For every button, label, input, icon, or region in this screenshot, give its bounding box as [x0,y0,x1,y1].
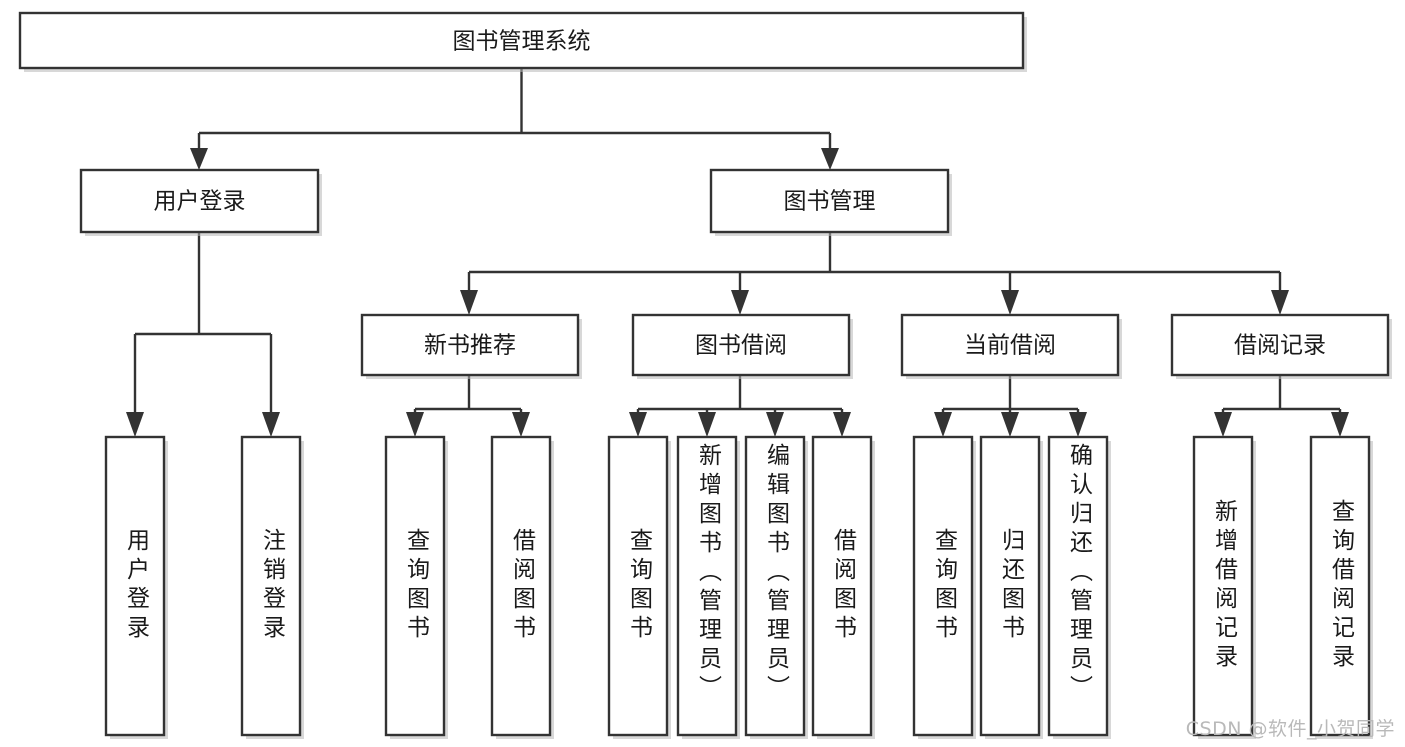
node-leaf-query-book-1[interactable] [384,435,448,739]
arrow-user-login [190,148,208,170]
node-leaf-add-record[interactable] [1192,435,1256,739]
node-leaf-query-book-3[interactable] [912,435,976,739]
node-user-login[interactable]: 用户登录 [79,168,322,236]
node-book-borrow[interactable]: 图书借阅 [631,313,853,379]
arrow-currentborrow [1001,290,1019,315]
arrow-br-leaf2 [1331,412,1349,437]
arrow-bb-leaf4 [833,412,851,437]
arrow-bb-leaf1 [629,412,647,437]
arrow-nb-leaf1 [406,412,424,437]
node-book-manage-label: 图书管理 [784,189,876,215]
arrow-nb-leaf2 [512,412,530,437]
node-leaf-confirm-return[interactable] [1047,435,1111,739]
node-new-book-rec-label: 新书推荐 [424,333,516,359]
node-borrow-record[interactable]: 借阅记录 [1170,313,1392,379]
node-leaf-borrow-book-2[interactable] [811,435,875,739]
arrow-bb-leaf2 [698,412,716,437]
node-book-manage[interactable]: 图书管理 [709,168,952,236]
node-layer: 图书管理系统 用户登录 图书管理 新书推荐 [18,11,1392,739]
arrow-cb-leaf2 [1001,412,1019,437]
arrow-cb-leaf1 [934,412,952,437]
node-root-label: 图书管理系统 [453,29,591,55]
node-book-borrow-label: 图书借阅 [695,333,787,359]
arrow-book-manage [821,148,839,170]
arrow-cb-leaf3 [1069,412,1087,437]
node-leaf-query-book-2[interactable] [607,435,671,739]
node-leaf-query-record[interactable] [1309,435,1373,739]
node-leaf-edit-book[interactable] [744,435,808,739]
node-leaf-return-book[interactable] [979,435,1043,739]
arrow-leaf-user-login [126,412,144,437]
arrow-bookborrow [731,290,749,315]
arrow-leaf-user-logout [262,412,280,437]
node-borrow-record-label: 借阅记录 [1234,333,1326,359]
node-leaf-add-book[interactable] [676,435,740,739]
node-new-book-rec[interactable]: 新书推荐 [360,313,582,379]
arrow-br-leaf1 [1214,412,1232,437]
node-leaf-borrow-book-1[interactable] [490,435,554,739]
node-root[interactable]: 图书管理系统 [18,11,1027,72]
connector-layer [126,68,1349,437]
arrow-newbook [460,290,478,315]
node-current-borrow-label: 当前借阅 [964,333,1056,359]
node-user-login-label: 用户登录 [154,189,246,215]
node-leaf-user-logout[interactable] [240,435,304,739]
arrow-bb-leaf3 [766,412,784,437]
arrow-borrowrecord [1271,290,1289,315]
node-leaf-user-login[interactable] [104,435,168,739]
node-current-borrow[interactable]: 当前借阅 [900,313,1122,379]
